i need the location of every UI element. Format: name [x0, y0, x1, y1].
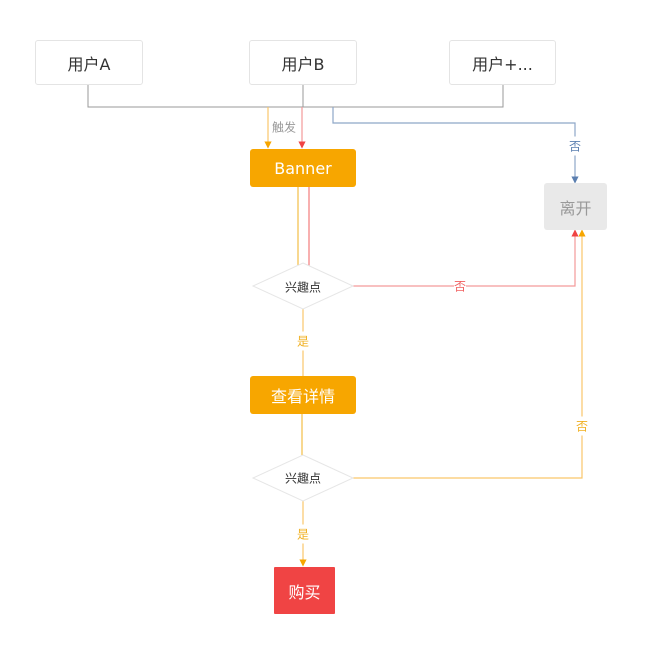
- users-join-line: [87, 85, 504, 108]
- user-b-node[interactable]: 用户B: [249, 40, 357, 85]
- buy-node[interactable]: 购买: [274, 567, 335, 614]
- no-label-top: 否: [568, 136, 582, 156]
- no-label-interest-1: 否: [453, 276, 467, 296]
- yes-label-interest-2: 是: [296, 524, 310, 544]
- user-a-node[interactable]: 用户A: [35, 40, 143, 85]
- leave-node[interactable]: 离开: [544, 183, 607, 230]
- interest-diamond-2: [251, 454, 355, 502]
- interest-diamond-1: [251, 262, 355, 310]
- banner-node[interactable]: Banner: [250, 149, 356, 187]
- interest-2-label: 兴趣点: [284, 471, 322, 486]
- view-details-node[interactable]: 查看详情: [250, 376, 356, 414]
- interest2-no-path: [353, 229, 586, 479]
- interest-1-label: 兴趣点: [284, 280, 322, 295]
- interest1-no-path: [353, 229, 579, 287]
- leave-path-blue: [332, 107, 579, 184]
- no-label-interest-2: 否: [575, 416, 589, 436]
- trigger-label: 触发: [271, 117, 297, 137]
- user-more-node[interactable]: 用户+...: [449, 40, 556, 85]
- yes-label-interest-1: 是: [296, 331, 310, 351]
